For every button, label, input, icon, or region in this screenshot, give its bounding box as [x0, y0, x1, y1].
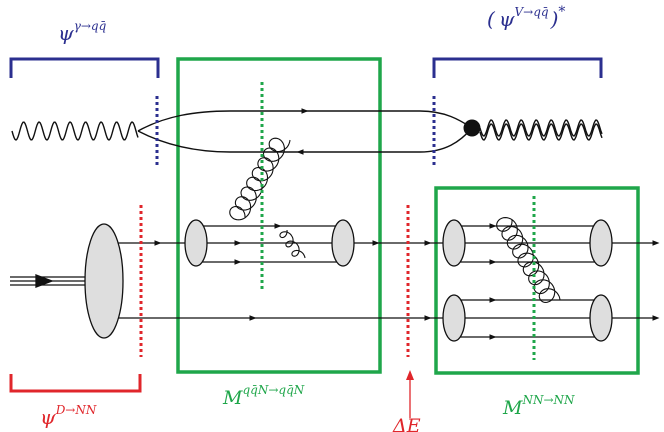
label-psi-deuteron: ψD→NN	[40, 403, 97, 429]
nucleon-tube-box1	[196, 225, 343, 263]
nucleon-cap-right-1-box2	[589, 219, 613, 267]
double-line-arrow-icon	[10, 274, 88, 288]
nucleon-cap-left-2-box2	[442, 294, 466, 342]
label-delta-e: ΔE	[392, 415, 421, 432]
label-m-qqn: Mqq̄N→qq̄N	[222, 383, 305, 409]
vector-meson-double-wavy-line-2	[479, 123, 603, 141]
label-psi-vector: (ψV→qq̄)*	[487, 4, 565, 31]
nucleon-cap-right-2-box2	[589, 294, 613, 342]
nucleon-cap-left-1-box2	[442, 219, 466, 267]
photon-wavy-line-icon	[11, 121, 139, 141]
gluon-coil-icon	[229, 137, 291, 221]
gluon-coil-box2	[496, 217, 561, 303]
label-m-nn: MNN→NN	[502, 393, 575, 419]
box-quark-nucleon-scattering	[176, 57, 382, 374]
gluon-coil-box1-small	[279, 229, 306, 259]
label-psi-photon: ψγ→qq̄	[58, 19, 107, 45]
nucleon-cap-right-box1	[331, 219, 355, 267]
vertex-dot-icon	[463, 119, 481, 137]
box-nucleon-nucleon-scattering	[434, 186, 640, 375]
bracket-vector-wavefunction	[432, 57, 603, 78]
vector-meson-double-wavy-icon	[479, 119, 603, 137]
bracket-deuteron-wavefunction	[9, 374, 142, 393]
bracket-photon-wavefunction	[9, 57, 160, 78]
deuteron-blob	[84, 223, 124, 339]
nucleon-cap-left-box1	[184, 219, 208, 267]
quark-antiquark-loop	[137, 110, 473, 153]
energy-arrow-head	[406, 370, 414, 380]
